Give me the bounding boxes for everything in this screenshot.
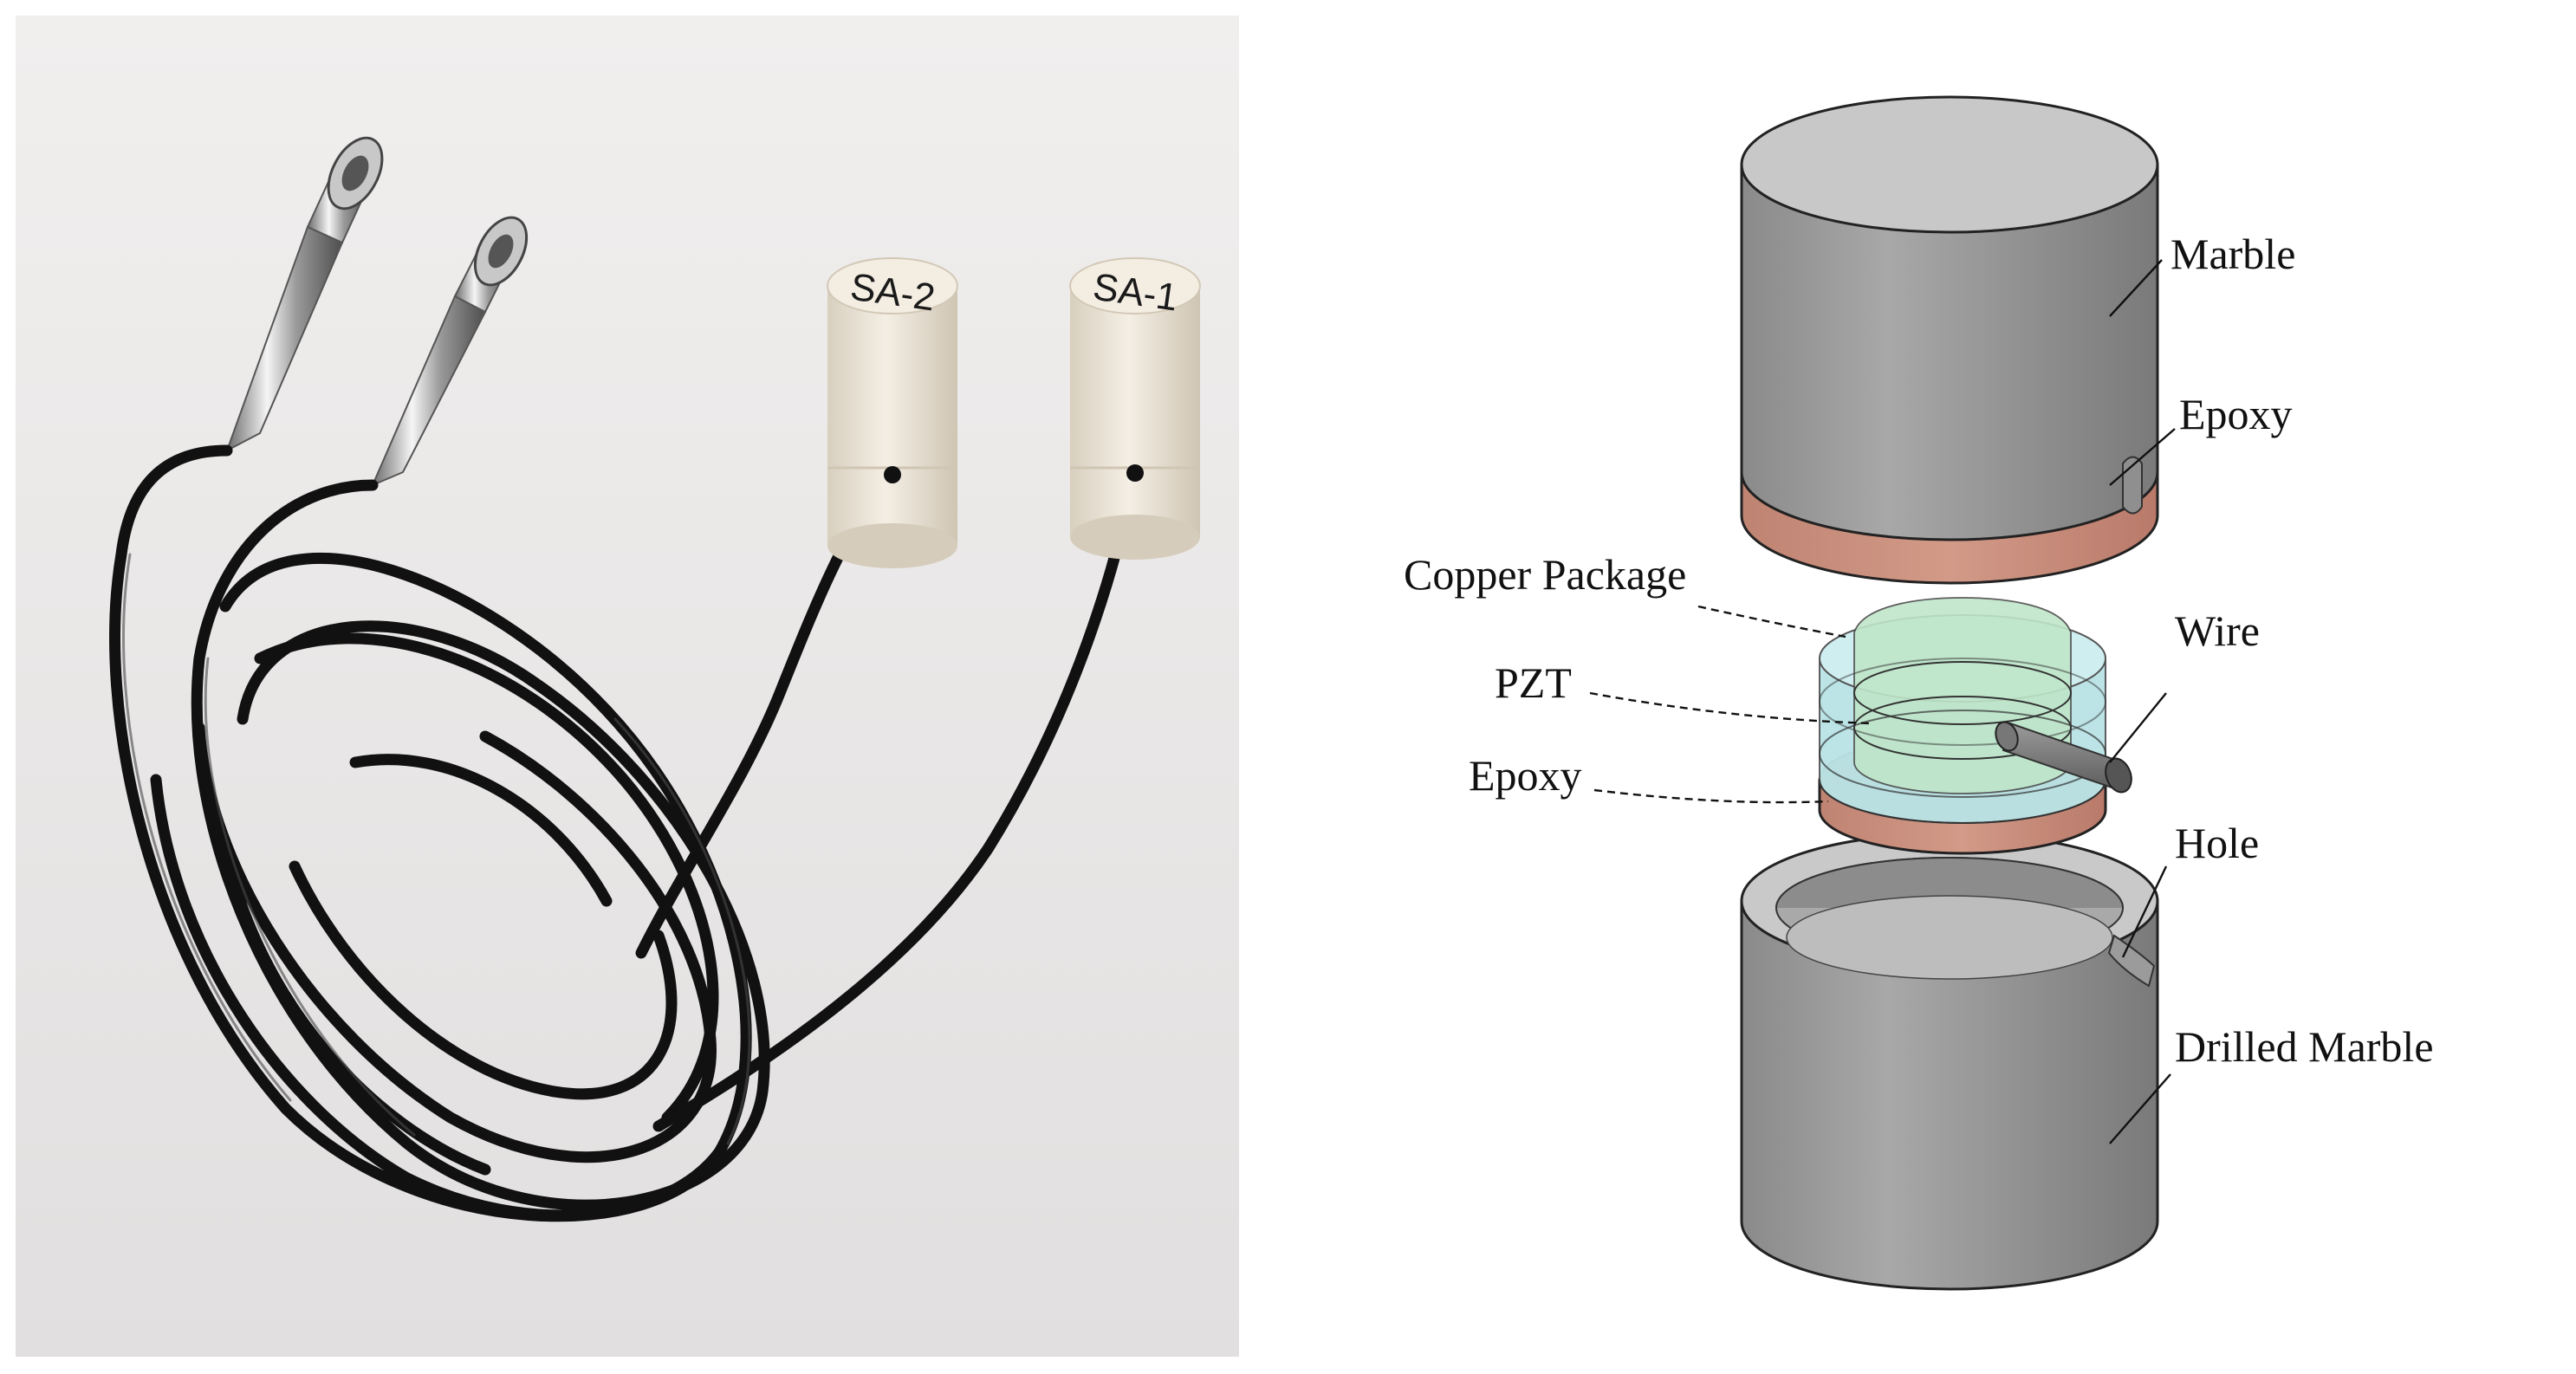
label-pzt: PZT [1495, 658, 1872, 725]
svg-text:Copper Package: Copper Package [1404, 550, 1686, 599]
label-epoxy-bottom: Epoxy [1469, 751, 1829, 804]
diagram-panel: Marble Epoxy Copper Package Wire PZT Epo… [1256, 0, 2576, 1374]
label-wire: Wire [2109, 606, 2260, 763]
hole-groove [2107, 934, 2156, 988]
svg-text:Drilled Marble: Drilled Marble [2175, 1022, 2434, 1071]
svg-text:Marble: Marble [2170, 230, 2295, 278]
svg-text:Wire: Wire [2175, 606, 2260, 655]
sensor-structure-diagram: Marble Epoxy Copper Package Wire PZT Epo… [1404, 95, 2434, 1291]
sensor-sa-2: SA-2 [827, 257, 958, 568]
label-hole: Hole [2121, 819, 2259, 958]
drilled-marble [1740, 832, 2159, 1291]
photo-background [16, 16, 1239, 1357]
label-copper-package: Copper Package [1404, 550, 1846, 638]
bnc-connector-1 [225, 136, 384, 453]
svg-text:Hole: Hole [2175, 819, 2259, 867]
photo-panel: SA-2 SA-1 [0, 0, 1256, 1374]
label-epoxy-top: Epoxy [2109, 390, 2293, 486]
coiled-cable [109, 444, 1141, 1222]
sensor-photo: SA-2 SA-1 [16, 16, 1239, 1357]
label-marble: Marble [2109, 230, 2295, 317]
marble [1740, 95, 2159, 541]
cable-highlights [122, 553, 751, 1145]
sensor-sa-1: SA-1 [1069, 257, 1201, 560]
svg-text:PZT: PZT [1495, 658, 1572, 707]
svg-text:Epoxy: Epoxy [1469, 751, 1582, 800]
wire [1995, 721, 2132, 794]
svg-text:Epoxy: Epoxy [2179, 390, 2293, 438]
label-drilled-marble: Drilled Marble [2109, 1022, 2434, 1144]
bnc-connector-2 [371, 216, 529, 487]
